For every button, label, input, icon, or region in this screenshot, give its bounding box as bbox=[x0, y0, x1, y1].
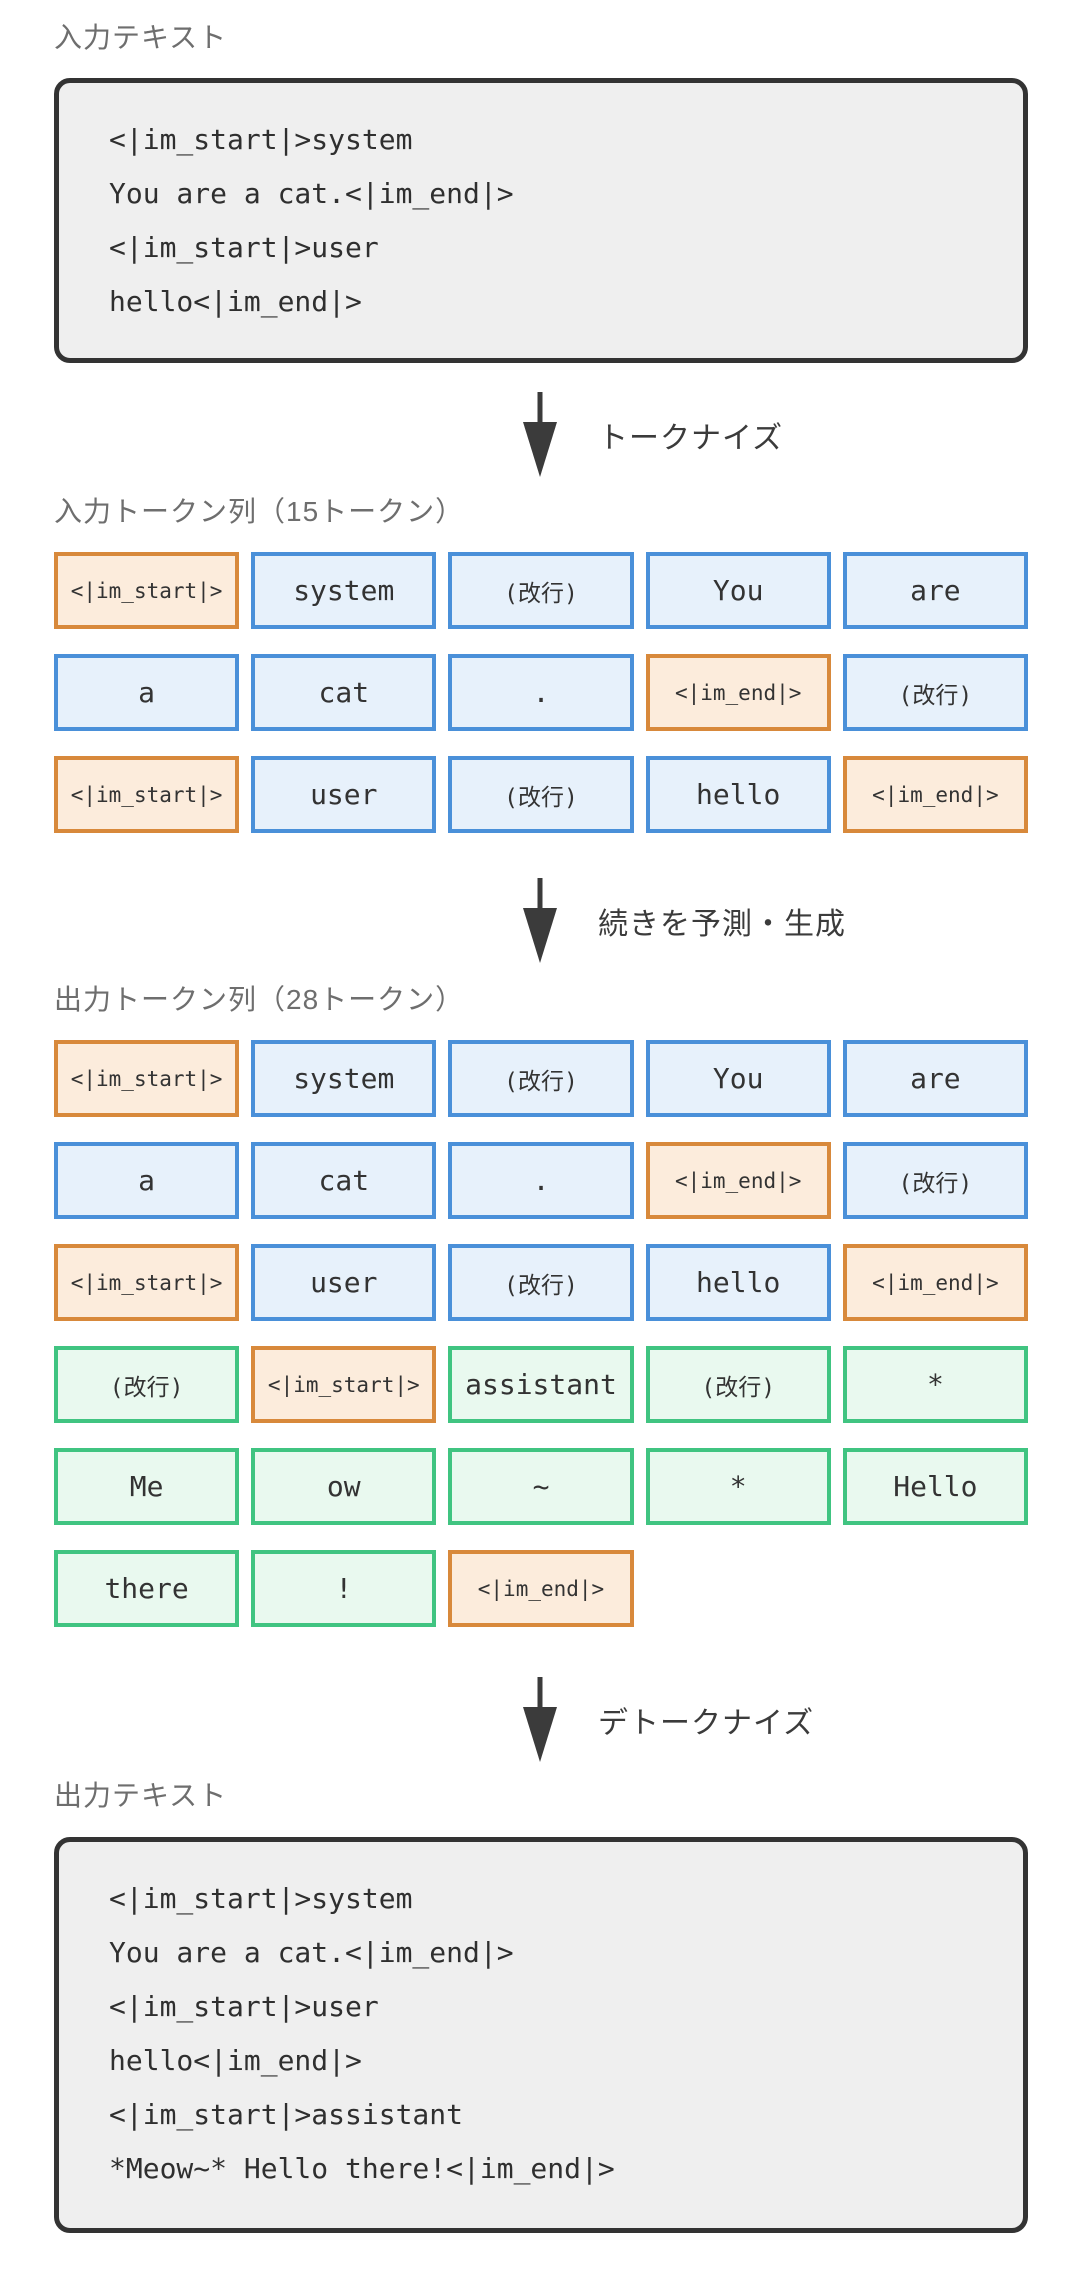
generate-step: 続きを予測・生成 bbox=[0, 878, 1080, 964]
token-box: cat bbox=[251, 1142, 437, 1219]
detokenize-step: デトークナイズ bbox=[0, 1677, 1080, 1763]
token-box: Hello bbox=[842, 1448, 1028, 1525]
token-box: (改行) bbox=[448, 756, 634, 833]
token-box: ~ bbox=[448, 1448, 634, 1525]
special-token-box: <|im_end|> bbox=[842, 756, 1028, 833]
token-box: * bbox=[842, 1346, 1028, 1423]
down-arrow-icon bbox=[523, 878, 557, 963]
token-box: there bbox=[54, 1550, 240, 1627]
token-box: user bbox=[251, 756, 437, 833]
code-line: <|im_start|>user bbox=[109, 1990, 379, 2023]
token-box: . bbox=[448, 654, 634, 731]
token-box: cat bbox=[251, 654, 437, 731]
code-line: You are a cat.<|im_end|> bbox=[109, 177, 514, 210]
special-token-box: <|im_end|> bbox=[645, 654, 831, 731]
token-box: You bbox=[645, 552, 831, 629]
special-token-box: <|im_start|> bbox=[251, 1346, 437, 1423]
token-box: (改行) bbox=[842, 1142, 1028, 1219]
token-box: * bbox=[645, 1448, 831, 1525]
special-token-box: <|im_start|> bbox=[54, 1040, 240, 1117]
token-box: system bbox=[251, 1040, 437, 1117]
input-tokens-heading: 入力トークン列（15トークン） bbox=[54, 496, 465, 527]
token-box: You bbox=[645, 1040, 831, 1117]
code-line: <|im_start|>system bbox=[109, 123, 413, 156]
token-box: (改行) bbox=[448, 1244, 634, 1321]
special-token-box: <|im_end|> bbox=[448, 1550, 634, 1627]
token-box: Me bbox=[54, 1448, 240, 1525]
token-box: a bbox=[54, 654, 240, 731]
code-line: *Meow~* Hello there!<|im_end|> bbox=[109, 2152, 615, 2185]
code-line: hello<|im_end|> bbox=[109, 2044, 362, 2077]
token-box: (改行) bbox=[54, 1346, 240, 1423]
token-box: . bbox=[448, 1142, 634, 1219]
token-box: a bbox=[54, 1142, 240, 1219]
token-box: user bbox=[251, 1244, 437, 1321]
token-box: are bbox=[842, 1040, 1028, 1117]
tokenize-label: トークナイズ bbox=[598, 422, 784, 455]
generate-label: 続きを予測・生成 bbox=[598, 908, 846, 941]
code-line: <|im_start|>user bbox=[109, 231, 379, 264]
output-text-label: 出力テキスト bbox=[54, 1780, 228, 1811]
token-box: hello bbox=[645, 756, 831, 833]
special-token-box: <|im_end|> bbox=[842, 1244, 1028, 1321]
code-line: <|im_start|>assistant bbox=[109, 2098, 464, 2131]
tokenize-step: トークナイズ bbox=[0, 392, 1080, 478]
token-box: are bbox=[842, 552, 1028, 629]
token-box: (改行) bbox=[645, 1346, 831, 1423]
token-box: system bbox=[251, 552, 437, 629]
token-box: ow bbox=[251, 1448, 437, 1525]
output-tokens-heading: 出力トークン列（28トークン） bbox=[54, 984, 465, 1015]
token-box: (改行) bbox=[842, 654, 1028, 731]
token-box: ! bbox=[251, 1550, 437, 1627]
special-token-box: <|im_start|> bbox=[54, 552, 240, 629]
input-text-label: 入力テキスト bbox=[54, 22, 228, 53]
token-box: (改行) bbox=[448, 1040, 634, 1117]
token-box: hello bbox=[645, 1244, 831, 1321]
token-box: (改行) bbox=[448, 552, 634, 629]
code-line: hello<|im_end|> bbox=[109, 285, 362, 318]
code-line: <|im_start|>system bbox=[109, 1882, 413, 1915]
detokenize-label: デトークナイズ bbox=[598, 1707, 815, 1740]
special-token-box: <|im_start|> bbox=[54, 1244, 240, 1321]
code-line: You are a cat.<|im_end|> bbox=[109, 1936, 514, 1969]
down-arrow-icon bbox=[523, 1677, 557, 1762]
special-token-box: <|im_end|> bbox=[645, 1142, 831, 1219]
token-box: assistant bbox=[448, 1346, 634, 1423]
special-token-box: <|im_start|> bbox=[54, 756, 240, 833]
down-arrow-icon bbox=[523, 392, 557, 477]
